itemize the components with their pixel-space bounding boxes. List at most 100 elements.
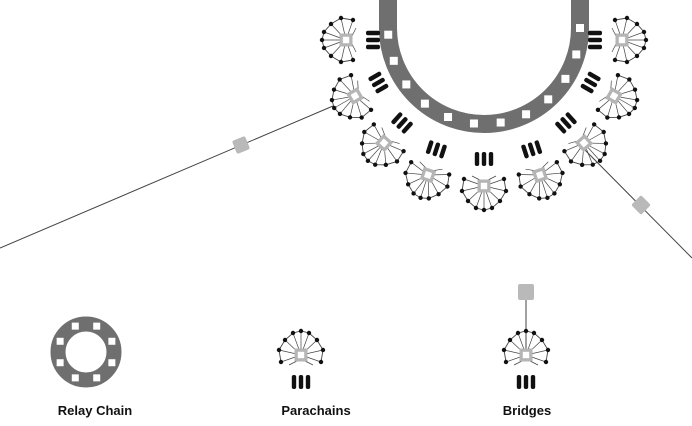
collator-node (545, 195, 550, 201)
parachain-cluster (403, 140, 452, 201)
relay-icon-slot (56, 337, 64, 345)
collator-box-inner (297, 351, 305, 359)
collator-node (394, 159, 400, 164)
validator-bar (587, 71, 601, 82)
collator-node (545, 347, 551, 353)
collator-node (359, 141, 365, 146)
legend-label-parachains: Parachains (281, 403, 351, 418)
collator-node (518, 184, 523, 189)
relay-chain-icon (50, 316, 122, 388)
relay-icon-ring (50, 316, 122, 388)
parachain-cluster (580, 71, 640, 120)
collator-node (531, 330, 537, 336)
validator-bar (527, 142, 536, 157)
bridge-icon-box (518, 284, 534, 300)
collator-box-inner (480, 182, 488, 190)
relay-slot (496, 118, 505, 127)
collator-node (329, 97, 335, 103)
collator-node (368, 107, 374, 113)
validator-bar (481, 152, 487, 166)
validator-bar (588, 30, 602, 36)
collator-node (634, 97, 640, 103)
collator-node (278, 359, 284, 365)
validator-bar (366, 37, 380, 43)
validator-bar (401, 121, 413, 134)
collator-node (552, 191, 557, 196)
validator-bar (298, 375, 304, 389)
validator-bar (368, 71, 382, 82)
legend-label-bridges: Bridges (502, 403, 552, 418)
collator-node (634, 21, 640, 27)
collator-node (481, 207, 487, 213)
validator-bar (588, 37, 602, 43)
collator-node (601, 129, 606, 135)
validator-bar (521, 144, 529, 159)
collator-node (503, 188, 509, 194)
collator-node (298, 328, 304, 334)
validator-bar (371, 77, 385, 88)
collator-node (337, 77, 342, 82)
collator-node (459, 188, 465, 194)
validator-bar (366, 44, 380, 50)
collator-node (602, 151, 607, 157)
collator-node (446, 172, 452, 177)
collator-node (282, 337, 288, 343)
validator-bar (560, 117, 572, 129)
legend-label-relay-chain: Relay Chain (57, 403, 133, 418)
validator-bar (580, 83, 594, 94)
validator-bar (488, 152, 494, 166)
collator-node (501, 176, 507, 182)
collator-node (473, 205, 479, 211)
collator-node (383, 162, 389, 168)
collator-node (501, 347, 507, 353)
validator-bar (432, 142, 441, 157)
bridge-line-left (0, 105, 334, 249)
collator-node (515, 330, 521, 336)
collator-node (338, 15, 344, 21)
collator-node (624, 15, 630, 21)
relay-icon-slot (71, 374, 79, 382)
collator-node (516, 172, 522, 177)
collator-box-inner (522, 351, 530, 359)
relay-slot (402, 80, 411, 89)
bridge-node-left (232, 136, 250, 154)
parachain-cluster-group (319, 15, 649, 213)
collator-node (306, 330, 312, 336)
bridge-connection-lines (0, 105, 692, 259)
collator-node (626, 111, 632, 117)
validator-bar (474, 152, 480, 166)
collator-node (603, 141, 609, 146)
collator-node (507, 337, 513, 343)
collator-node (418, 195, 423, 201)
relay-icon-slot (71, 322, 79, 330)
relay-slot (469, 119, 478, 128)
relay-icon-slot (56, 359, 64, 367)
collator-box-inner (618, 36, 626, 44)
validator-bar (396, 117, 408, 129)
collator-node (465, 198, 471, 204)
validator-bar (516, 375, 522, 389)
collator-box-inner (379, 138, 389, 148)
collator-node (331, 87, 337, 92)
validator-bar (534, 140, 543, 154)
collator-node (523, 328, 529, 334)
collator-node (290, 330, 296, 336)
collator-node (536, 196, 542, 201)
collator-node (328, 53, 334, 59)
collator-node (503, 359, 509, 365)
validator-bar (391, 112, 403, 125)
relay-slot (389, 56, 398, 65)
collator-node (348, 72, 354, 78)
collator-node (632, 105, 637, 111)
collator-node (338, 59, 344, 65)
collator-node (527, 192, 532, 197)
parachain-cluster (359, 112, 413, 168)
collator-node (543, 359, 549, 365)
collator-node (634, 53, 640, 59)
collator-node (615, 72, 621, 78)
collator-box-inner (579, 138, 589, 148)
relay-slot (544, 95, 553, 104)
collator-node (320, 347, 326, 353)
collator-box-inner (609, 91, 619, 101)
